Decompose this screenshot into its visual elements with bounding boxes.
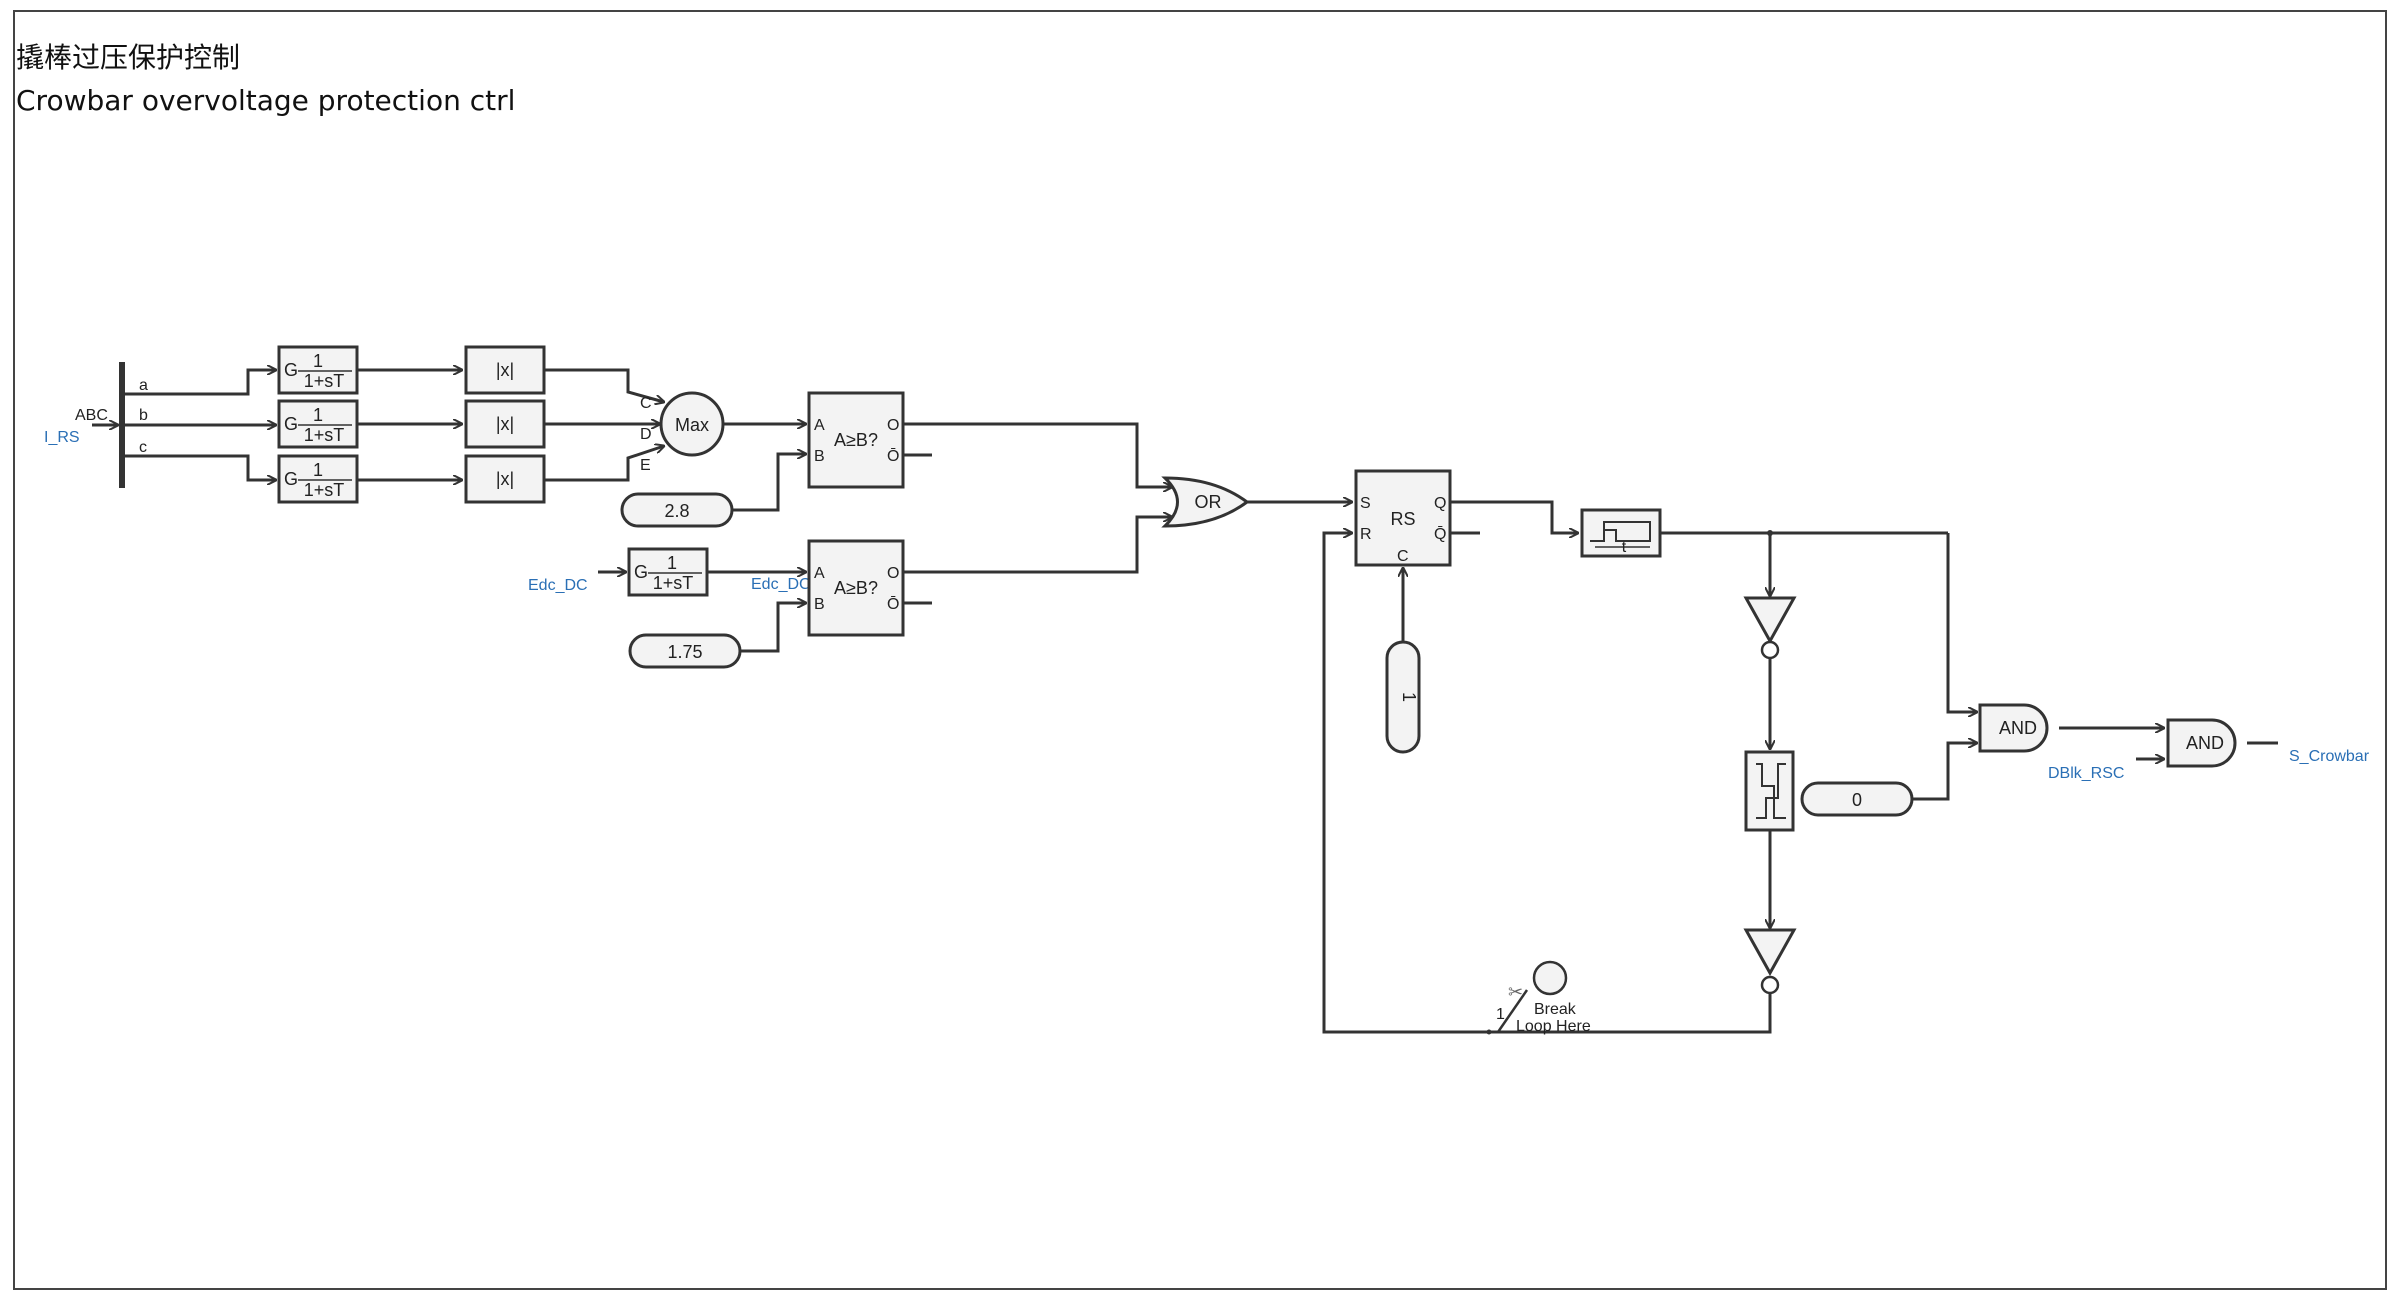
wire-compare1-to-or <box>903 422 1172 487</box>
signal-label-s-crowbar[interactable]: S_Crowbar <box>2289 748 2370 765</box>
filter-gain-label: G <box>634 562 648 582</box>
constant-value: 1.75 <box>667 642 702 662</box>
rs-label: RS <box>1390 509 1415 529</box>
max-block[interactable]: Max <box>659 391 725 457</box>
signal-label-abc: ABC <box>75 407 108 424</box>
max-input-e: E <box>640 457 651 474</box>
rs-flipflop[interactable]: RS S R C Q Q̄ <box>1354 469 1452 567</box>
scissors-icon: ✂ <box>1508 982 1523 1002</box>
filter-numerator: 1 <box>313 351 323 371</box>
lowpass-filter-edc[interactable]: G 1 1+sT <box>627 547 709 597</box>
constant-value: 0 <box>1852 790 1862 810</box>
compare-input-a: A <box>814 565 825 582</box>
abs-label: |x| <box>496 469 514 489</box>
compare-label: A≥B? <box>834 578 878 598</box>
signal-label-i-rs[interactable]: I_RS <box>44 429 80 446</box>
bus-label-c: c <box>139 439 147 456</box>
diagram-title-english: Crowbar overvoltage protection ctrl <box>16 84 516 117</box>
abs-block-b[interactable]: |x| <box>464 399 546 449</box>
bus-label-a: a <box>139 377 148 394</box>
lowpass-filter-c[interactable]: G 1 1+sT <box>277 454 359 504</box>
filter-gain-label: G <box>284 414 298 434</box>
max-label: Max <box>675 415 709 435</box>
compare-output-o: O <box>887 417 899 434</box>
wire-rs-q-to-delay <box>1450 500 1578 533</box>
filter-numerator: 1 <box>313 405 323 425</box>
wire-const0-to-and1 <box>1912 743 1977 801</box>
filter-numerator: 1 <box>667 553 677 573</box>
not-gate-2[interactable] <box>1743 928 1797 995</box>
compare-block-2[interactable]: A≥B? A B O Ō <box>807 539 905 637</box>
break-loop-number: 1 <box>1496 1006 1505 1023</box>
delay-label: t <box>1622 539 1627 556</box>
break-loop-label-line2: Loop Here <box>1516 1018 1591 1035</box>
abs-block-c[interactable]: |x| <box>464 454 546 504</box>
constant-0[interactable]: 0 <box>1800 781 1914 817</box>
rs-output-q: Q <box>1434 495 1446 512</box>
wire-feedback-loop <box>1322 533 1772 1034</box>
delay-block[interactable]: t <box>1580 508 1662 558</box>
compare-input-a: A <box>814 417 825 434</box>
compare-input-b: B <box>814 448 825 465</box>
compare-output-o: O <box>887 565 899 582</box>
and-gate-1[interactable]: AND <box>1978 703 2049 753</box>
filter-gain-label: G <box>284 360 298 380</box>
constant-value: 1 <box>1399 692 1419 702</box>
compare-output-obar: Ō <box>887 447 899 465</box>
constant-value: 2.8 <box>664 501 689 521</box>
compare-output-obar: Ō <box>887 595 899 613</box>
rs-input-s: S <box>1360 495 1371 512</box>
wire-abs-a-to-max <box>544 368 664 402</box>
filter-denominator: 1+sT <box>653 573 694 593</box>
wire-delay-to-and1 <box>1946 533 1977 712</box>
abs-label: |x| <box>496 414 514 434</box>
lowpass-filter-a[interactable]: G 1 1+sT <box>277 345 359 395</box>
and-label: AND <box>1999 718 2037 738</box>
edge-detector-block[interactable] <box>1744 750 1795 832</box>
max-input-d: D <box>640 426 652 443</box>
wire-a-to-filter <box>124 370 276 396</box>
signal-label-dblk-rsc[interactable]: DBlk_RSC <box>2048 765 2124 782</box>
wire-abs-c-to-max <box>544 446 664 482</box>
wire-c-to-filter <box>124 454 276 480</box>
signal-label-edc-dc[interactable]: Edc_DC <box>528 577 588 594</box>
and-label: AND <box>2186 733 2224 753</box>
filter-denominator: 1+sT <box>304 480 345 500</box>
wire-const-to-compare-b <box>732 454 806 512</box>
wire-compare2-to-or <box>903 517 1172 574</box>
not-gate-1[interactable] <box>1743 596 1797 660</box>
rs-input-r: R <box>1360 526 1372 543</box>
compare-label: A≥B? <box>834 430 878 450</box>
page-border <box>13 10 2387 1290</box>
constant-1-vertical[interactable]: 1 <box>1385 640 1421 754</box>
compare-input-b: B <box>814 596 825 613</box>
abs-label: |x| <box>496 360 514 380</box>
filter-numerator: 1 <box>313 460 323 480</box>
abs-block-a[interactable]: |x| <box>464 345 546 395</box>
compare-block-1[interactable]: A≥B? A B O Ō <box>807 391 905 489</box>
filter-denominator: 1+sT <box>304 371 345 391</box>
filter-denominator: 1+sT <box>304 425 345 445</box>
wire-const175-to-compare-b <box>740 603 806 653</box>
break-loop-here[interactable] <box>1486 960 1568 1035</box>
rs-output-qbar: Q̄ <box>1434 526 1446 543</box>
constant-2-8[interactable]: 2.8 <box>620 492 734 528</box>
filter-gain-label: G <box>284 469 298 489</box>
bus-label-b: b <box>139 407 148 424</box>
diagram-title-chinese: 撬棒过压保护控制 <box>16 41 241 74</box>
and-gate-2[interactable]: AND <box>2166 718 2237 768</box>
rs-input-c: C <box>1397 548 1409 565</box>
max-input-c: C <box>640 395 652 412</box>
or-label: OR <box>1195 492 1222 512</box>
constant-1-75[interactable]: 1.75 <box>628 633 742 669</box>
lowpass-filter-b[interactable]: G 1 1+sT <box>277 399 359 449</box>
or-gate[interactable]: OR <box>1161 476 1250 528</box>
break-loop-label-line1: Break <box>1534 1001 1577 1018</box>
